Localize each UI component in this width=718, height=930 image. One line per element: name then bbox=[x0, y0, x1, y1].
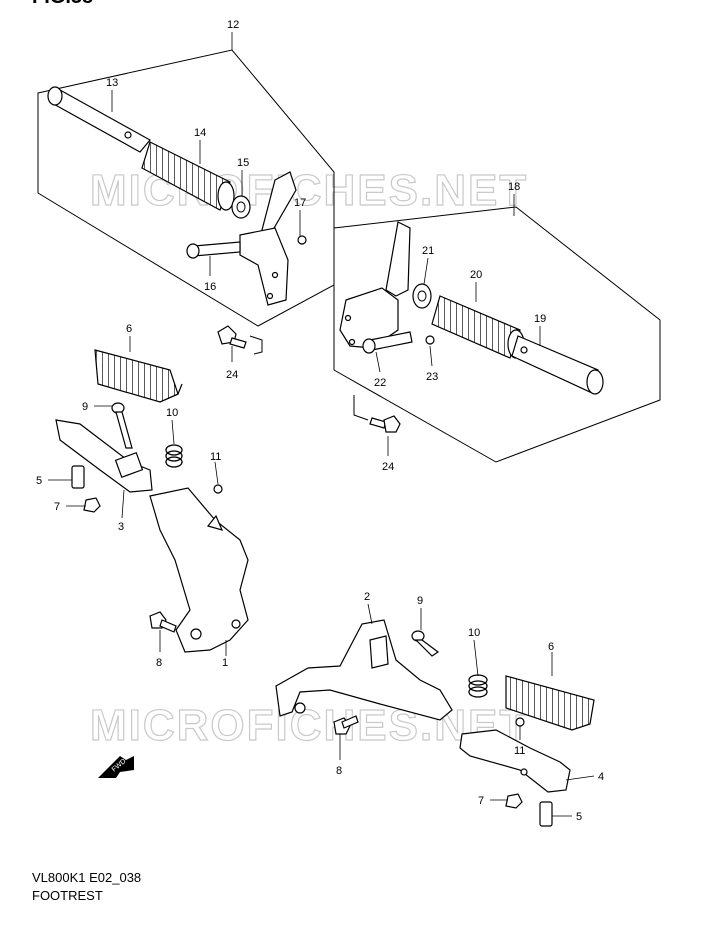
part-24-bolt-right bbox=[369, 415, 401, 433]
callout-24-left: 24 bbox=[226, 369, 238, 381]
callout-10-right: 10 bbox=[468, 627, 480, 639]
assembly-box-18 bbox=[333, 206, 661, 463]
part-20-grip bbox=[431, 295, 525, 359]
part-14-grip bbox=[141, 141, 235, 211]
callout-22: 22 bbox=[374, 377, 386, 389]
callout-16: 16 bbox=[204, 281, 216, 293]
part-13-rod bbox=[47, 86, 151, 153]
part-8-bolt-left bbox=[149, 611, 177, 633]
callout-8-left: 8 bbox=[156, 657, 162, 669]
callout-2: 2 bbox=[364, 591, 370, 603]
part-6-rubber-left bbox=[94, 349, 183, 403]
part-7-nut-left bbox=[83, 497, 101, 513]
callout-11-left: 11 bbox=[210, 451, 221, 463]
callout-4: 4 bbox=[598, 771, 604, 783]
part-6-rubber-right bbox=[505, 675, 595, 731]
callout-7-right: 7 bbox=[478, 795, 484, 807]
part-4-bracket bbox=[459, 729, 571, 793]
callout-8-right: 8 bbox=[336, 765, 342, 777]
callout-5-right: 5 bbox=[576, 811, 582, 823]
callout-17: 17 bbox=[294, 197, 306, 209]
callout-9-left: 9 bbox=[82, 401, 88, 413]
callout-7-left: 7 bbox=[54, 501, 60, 513]
callout-14: 14 bbox=[194, 127, 206, 139]
diagram-title: FOOTREST bbox=[32, 888, 103, 903]
part-11-clip-left bbox=[213, 484, 223, 494]
watermark-bottom: MICROFICHES.NET bbox=[90, 701, 528, 750]
part-19-rod bbox=[511, 335, 604, 395]
part-8-bolt-right bbox=[333, 715, 359, 735]
part-11-clip-right bbox=[515, 717, 525, 727]
callout-15: 15 bbox=[237, 157, 249, 169]
callout-20: 20 bbox=[470, 269, 482, 281]
diagram-code: VL800K1 E02_038 bbox=[32, 870, 142, 885]
fwd-arrow-icon: FWD bbox=[98, 756, 134, 778]
callout-5-left: 5 bbox=[36, 475, 42, 487]
callout-18: 18 bbox=[508, 181, 520, 193]
part-16-pin bbox=[186, 241, 241, 259]
part-9-pin-left bbox=[111, 402, 133, 449]
callout-9-right: 9 bbox=[417, 595, 423, 607]
part-17-clip bbox=[297, 235, 307, 245]
callout-6-left: 6 bbox=[126, 323, 132, 335]
callout-23: 23 bbox=[426, 371, 438, 383]
callout-6-right: 6 bbox=[548, 641, 554, 653]
part-2-bracket bbox=[275, 619, 453, 721]
callout-12: 12 bbox=[227, 19, 239, 31]
callout-11-right: 11 bbox=[514, 745, 525, 757]
part-5-bolt-left bbox=[71, 465, 85, 489]
figure-number: FIG.38 bbox=[32, 0, 93, 9]
part-23-clip bbox=[425, 335, 435, 345]
callout-10-left: 10 bbox=[166, 407, 178, 419]
leader-lines bbox=[48, 32, 595, 817]
callout-13: 13 bbox=[106, 77, 118, 89]
part-5-bolt-right bbox=[539, 801, 553, 827]
callout-1: 1 bbox=[222, 657, 228, 669]
part-1-main-bracket bbox=[149, 487, 249, 653]
part-24-bolt-left bbox=[217, 325, 247, 349]
callout-3: 3 bbox=[118, 521, 124, 533]
part-9-pin-right bbox=[411, 630, 440, 657]
part-10-spring-left bbox=[165, 444, 183, 468]
part-10-spring-right bbox=[468, 674, 488, 698]
callout-19: 19 bbox=[534, 313, 546, 325]
footpeg-bracket-right bbox=[339, 221, 411, 349]
footpeg-bracket-upper bbox=[239, 171, 297, 306]
part-22-pin bbox=[362, 331, 413, 354]
callouts: 12 13 14 15 17 16 24 18 21 20 19 22 23 2… bbox=[36, 19, 604, 823]
part-3-bracket bbox=[55, 419, 153, 493]
part-7-nut-right bbox=[505, 793, 523, 809]
callout-21: 21 bbox=[422, 245, 434, 257]
callout-24-right: 24 bbox=[382, 461, 394, 473]
